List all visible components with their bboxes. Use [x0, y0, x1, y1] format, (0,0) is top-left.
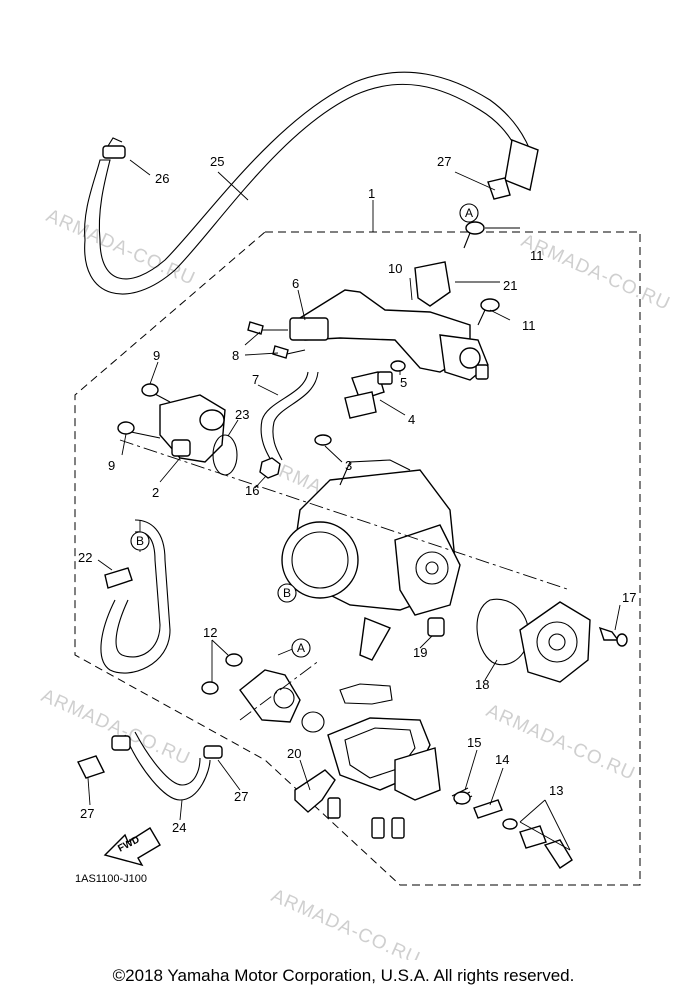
- fwd-arrow-icon: FWD: [103, 827, 161, 867]
- part-label-17: 17: [622, 590, 636, 605]
- assembly-boundary: [74, 231, 641, 886]
- clamp-26[interactable]: [102, 137, 126, 159]
- centerline: [119, 439, 571, 591]
- svg-text:B: B: [136, 534, 144, 548]
- bracket-20[interactable]: [294, 769, 336, 813]
- oring-joint[interactable]: [301, 711, 325, 733]
- centerline: [239, 659, 321, 721]
- screw-set-13[interactable]: [502, 818, 573, 869]
- part-label-7: 7: [252, 372, 259, 387]
- copyright-notice: ©2018 Yamaha Motor Corporation, U.S.A. A…: [112, 966, 575, 985]
- gasket-plate[interactable]: [327, 683, 441, 801]
- cover-plate[interactable]: [519, 601, 591, 683]
- screw-8b[interactable]: [272, 345, 306, 359]
- part-label-23: 23: [235, 407, 249, 422]
- svg-text:B: B: [283, 586, 291, 600]
- watermark: ARMADA-CO.RU: [43, 205, 198, 290]
- part-label-3: 3: [345, 458, 352, 473]
- hose-22[interactable]: [100, 519, 171, 674]
- watermark: ARMADA-CO.RU: [483, 700, 638, 785]
- part-label-11: 11: [530, 248, 544, 263]
- clamp-27-left[interactable]: [77, 755, 105, 779]
- part-label-12: 12: [203, 625, 217, 640]
- diagram-code: 1AS1100-J100: [75, 873, 147, 885]
- part-label-25: 25: [210, 154, 224, 169]
- part-label-26: 26: [155, 171, 169, 186]
- part-label-24: 24: [172, 820, 186, 835]
- part-labels: 1 2 3 4 5 6 7 8 9 9 10 11 11 12 13 14 15…: [78, 154, 636, 835]
- screw-body-bottom[interactable]: [359, 617, 392, 661]
- part-label-15: 15: [467, 735, 481, 750]
- hose-25[interactable]: [84, 71, 539, 295]
- leader-lines: [87, 159, 621, 851]
- part-label-5: 5: [400, 375, 407, 390]
- part-label-9: 9: [153, 348, 160, 363]
- callout-a-top: A: [459, 203, 479, 223]
- callout-a-joint: A: [291, 638, 311, 658]
- part-label-16: 16: [245, 483, 259, 498]
- oring-23[interactable]: [212, 434, 238, 476]
- oring-5[interactable]: [390, 360, 406, 372]
- bracket-assembly[interactable]: [289, 261, 489, 381]
- screw-8[interactable]: [247, 321, 288, 335]
- part-label-27-left: 27: [80, 806, 94, 821]
- part-label-20: 20: [287, 746, 301, 761]
- screw-11-right[interactable]: [477, 298, 500, 326]
- watermark: ARMADA-CO.RU: [268, 885, 423, 960]
- part-label-27-top: 27: [437, 154, 451, 169]
- part-label-6: 6: [292, 276, 299, 291]
- part-label-9b: 9: [108, 458, 115, 473]
- hose-24[interactable]: [111, 731, 223, 801]
- clamp-27-top[interactable]: [487, 177, 511, 200]
- part-label-22: 22: [78, 550, 92, 565]
- hose-7[interactable]: [260, 371, 319, 463]
- part-label-19: 19: [413, 645, 427, 660]
- part-label-2: 2: [152, 485, 159, 500]
- callout-b-body: B: [277, 583, 297, 603]
- watermark: ARMADA-CO.RU: [518, 230, 673, 315]
- part-label-21: 21: [503, 278, 517, 293]
- nut-16[interactable]: [259, 457, 281, 479]
- throttle-body-1[interactable]: [281, 459, 461, 616]
- valve-14[interactable]: [473, 799, 503, 819]
- oring-3[interactable]: [314, 434, 332, 446]
- part-label-1: 1: [368, 186, 375, 201]
- screw-11-top[interactable]: [463, 221, 485, 249]
- part-label-8: 8: [232, 348, 239, 363]
- lower-screws[interactable]: [327, 797, 405, 839]
- part-label-11b: 11: [522, 318, 536, 333]
- svg-text:A: A: [297, 641, 305, 655]
- part-label-18: 18: [475, 677, 489, 692]
- part-label-10: 10: [388, 261, 402, 276]
- part-label-27-mid: 27: [234, 789, 248, 804]
- svg-text:A: A: [465, 206, 473, 220]
- oring-18[interactable]: [476, 598, 530, 666]
- part-label-14: 14: [495, 752, 509, 767]
- injector-4[interactable]: [344, 371, 393, 419]
- screw-9-bottom[interactable]: [117, 421, 161, 439]
- sensor-2[interactable]: [159, 394, 226, 463]
- screw-17[interactable]: [598, 626, 628, 647]
- watermark: ARMADA-CO.RU: [38, 685, 193, 770]
- part-label-13: 13: [549, 783, 563, 798]
- parts-diagram: ARMADA-CO.RU ARMADA-CO.RU ARMADA-CO.RU A…: [38, 71, 673, 960]
- collar-19[interactable]: [427, 617, 445, 637]
- part-label-4: 4: [408, 412, 415, 427]
- screw-9-top[interactable]: [141, 383, 171, 403]
- callout-b-hose: B: [130, 531, 150, 551]
- spring-15[interactable]: [451, 787, 473, 805]
